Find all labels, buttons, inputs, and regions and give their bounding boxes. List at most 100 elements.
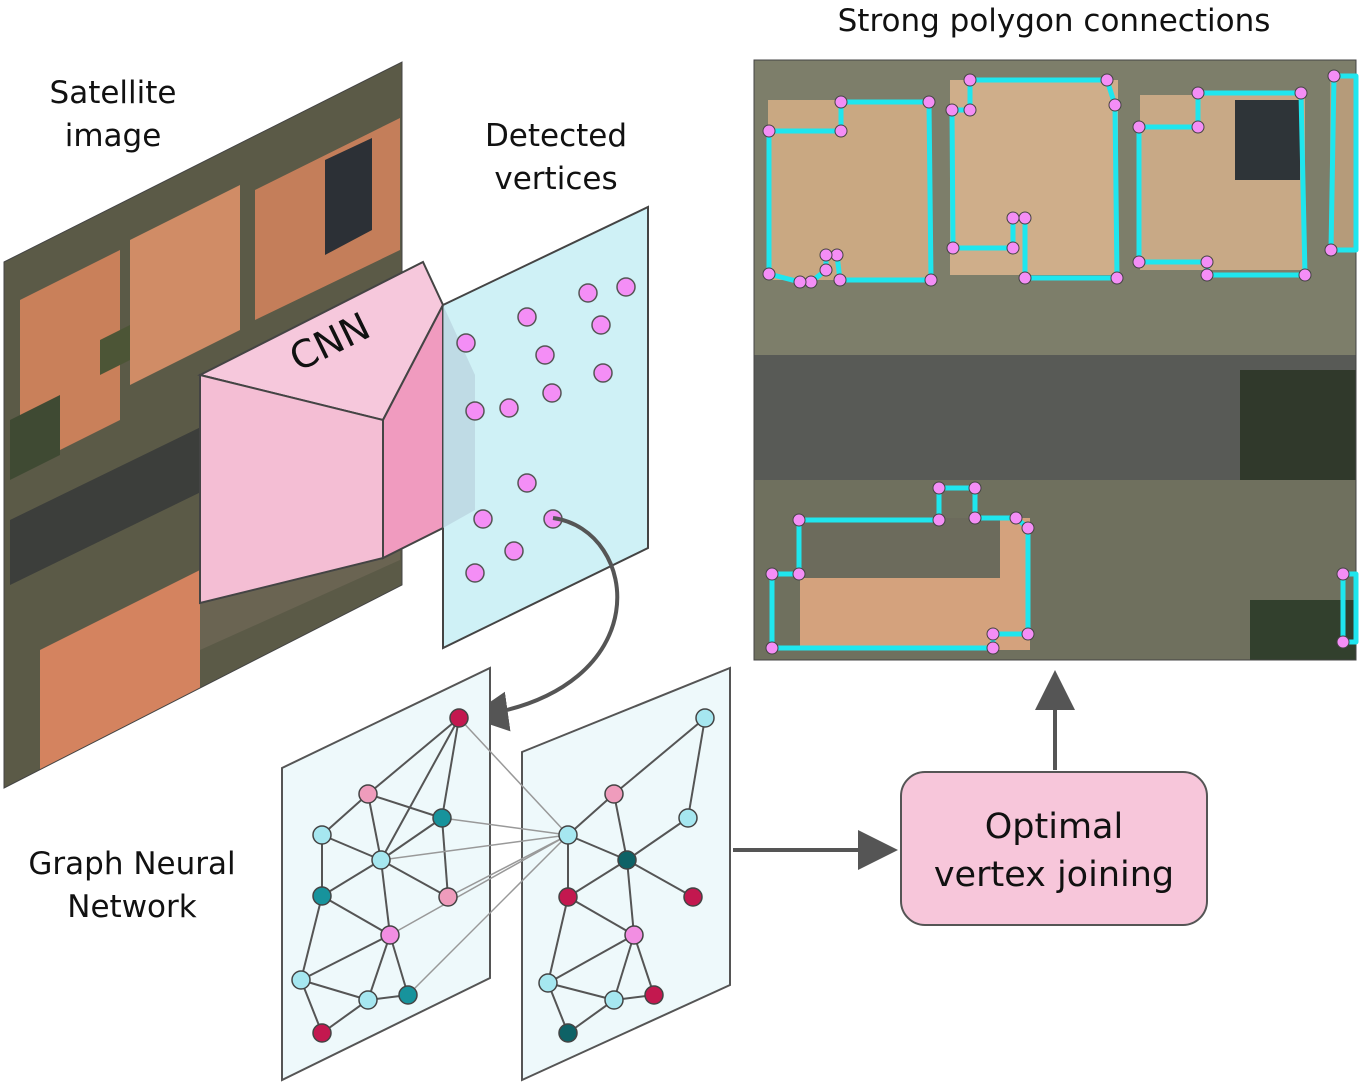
polygon-vertex	[793, 275, 807, 289]
vertices-to-gnn-arrow	[468, 516, 620, 732]
detected-vertex-dot	[465, 563, 485, 583]
gnn-edge	[300, 895, 323, 981]
gnn-message-edge	[389, 834, 569, 936]
polygon-vertex	[986, 641, 1000, 655]
polygon-vertex	[762, 124, 776, 138]
gnn-message-edge	[458, 717, 569, 836]
gnn-node	[538, 973, 558, 993]
polygon-vertex	[765, 641, 779, 655]
gnn-edge	[626, 859, 694, 898]
gnn-edge	[567, 896, 635, 936]
polygon-vertex	[804, 275, 818, 289]
detected-vertex-dot	[517, 473, 537, 493]
building-polygon	[1328, 73, 1359, 253]
detected-vertex-dot	[499, 398, 519, 418]
polygon-vertex	[1336, 567, 1350, 581]
gnn-message-edge	[441, 817, 569, 836]
gnn-node	[678, 808, 698, 828]
polygon-vertex	[1110, 271, 1124, 285]
polygon-vertex	[1100, 73, 1114, 87]
detected-vertex-dot	[465, 401, 485, 421]
gnn-edge	[380, 717, 460, 861]
polygon-vertex	[1006, 241, 1020, 255]
polygon-vertex	[986, 627, 1000, 641]
polygon-vertex	[1132, 120, 1146, 134]
polygon-vertex	[833, 273, 847, 287]
gnn-edge	[613, 717, 706, 795]
polygon-vertex	[924, 273, 938, 287]
cnn-block: CNN	[197, 260, 445, 605]
polygon-vertex	[819, 263, 833, 277]
polygon-vertex	[819, 248, 833, 262]
polygon-vertex	[968, 481, 982, 495]
gnn-edge	[687, 717, 706, 819]
polygon-vertex	[1132, 255, 1146, 269]
polygon-vertex	[1191, 86, 1205, 100]
gnn-edge	[547, 982, 615, 1001]
gnn-node	[358, 784, 378, 804]
polygon-vertex	[946, 241, 960, 255]
gnn-node	[312, 886, 332, 906]
polygon-vertex	[792, 567, 806, 581]
gnn-node	[644, 985, 664, 1005]
gnn-node	[312, 825, 332, 845]
gnn-panel-right	[521, 666, 731, 1082]
gnn-edge	[613, 934, 635, 1001]
polygon-vertex	[765, 567, 779, 581]
gnn-edge	[441, 817, 449, 898]
gnn-edge	[626, 817, 689, 861]
gnn-node	[558, 825, 578, 845]
gnn-node	[624, 925, 644, 945]
detected-vertex-dot	[456, 333, 476, 353]
polygon-vertex	[922, 95, 936, 109]
gnn-node	[380, 925, 400, 945]
polygon-vertex	[1200, 268, 1214, 282]
gnn-message-edge	[447, 834, 569, 898]
polygons-title: Strong polygon connections	[838, 3, 1271, 39]
satellite-label-line1: Satellite	[50, 75, 177, 111]
polygon-vertex	[945, 103, 959, 117]
gnn-node	[312, 1023, 332, 1043]
gnn-edge	[367, 934, 391, 1001]
gnn-edge	[547, 896, 569, 984]
gnn-edge	[367, 793, 382, 861]
gnn-edge	[300, 979, 369, 1001]
detected-vertex-dot	[504, 541, 524, 561]
gnn-edge	[300, 934, 391, 981]
polygon-aerial-image	[753, 59, 1359, 661]
gnn-edge	[389, 934, 409, 996]
gnn-label-line1: Graph Neural	[28, 846, 235, 882]
gnn-node	[449, 708, 469, 728]
gnn-edge	[321, 793, 369, 836]
gnn-edge	[380, 817, 443, 861]
gnn-node	[604, 784, 624, 804]
gnn-message-edge	[380, 834, 569, 861]
gnn-edge	[321, 834, 382, 861]
gnn-edge	[633, 934, 655, 996]
gnn-edge	[321, 859, 382, 897]
polygon-vertex	[1018, 271, 1032, 285]
polygon-vertex	[1018, 211, 1032, 225]
polygon-vertex	[762, 267, 776, 281]
detected-vertex-dot	[542, 383, 562, 403]
polygon-vertex	[932, 481, 946, 495]
polygon-vertex	[1324, 243, 1338, 257]
gnn-edge	[380, 859, 391, 936]
polygon-vertex	[792, 513, 806, 527]
optimal-label-line2: vertex joining	[934, 855, 1174, 895]
gnn-node	[432, 808, 452, 828]
detected-vertex-dot	[591, 315, 611, 335]
detected-vertex-dot	[593, 363, 613, 383]
polygon-vertex	[1021, 627, 1035, 641]
polygon-vertex	[1298, 268, 1312, 282]
polygon-vertex	[968, 511, 982, 525]
gnn-edge	[367, 793, 443, 819]
detected-vertices-panel	[442, 205, 649, 650]
gnn-node	[358, 990, 378, 1010]
gnn-node	[558, 887, 578, 907]
gnn-edge	[567, 793, 615, 836]
polygon-vertex	[1294, 86, 1308, 100]
gnn-edge	[626, 859, 635, 936]
polygon-vertex	[963, 73, 977, 87]
detected-vertex-dot	[473, 509, 493, 529]
